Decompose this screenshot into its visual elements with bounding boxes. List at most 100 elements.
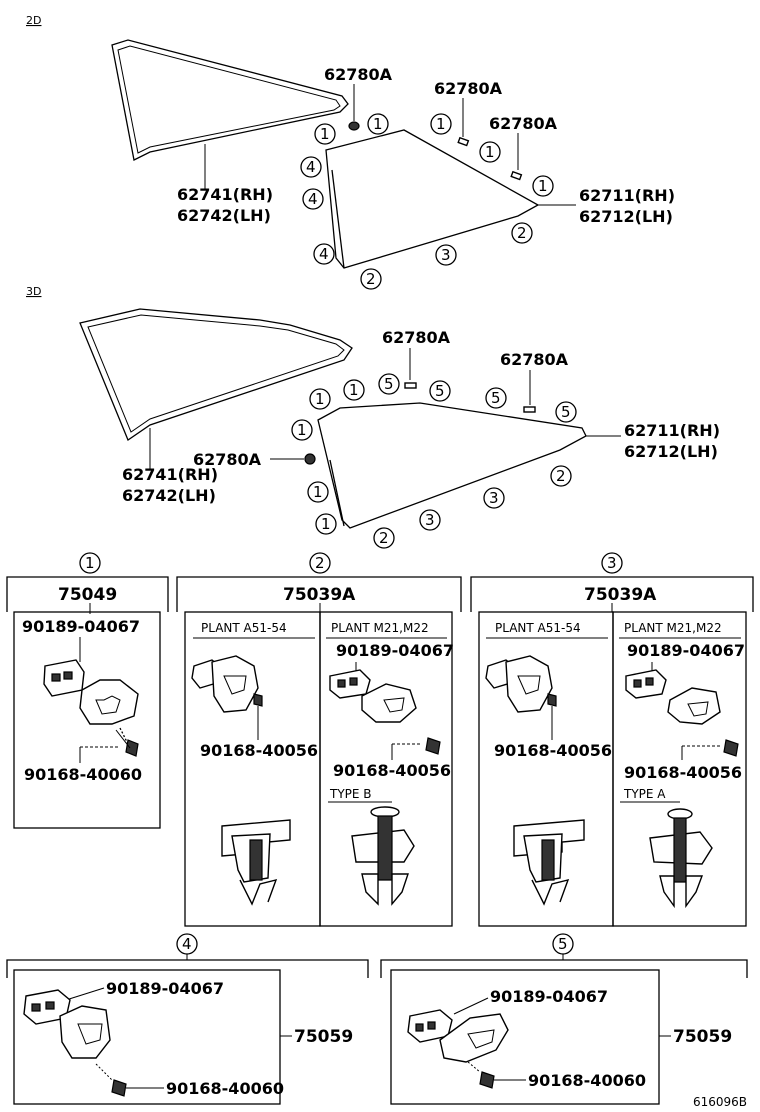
svg-text:2: 2 bbox=[517, 224, 527, 242]
callout-3d-i: 1 bbox=[315, 513, 337, 535]
callout-2d-j: 2 bbox=[360, 268, 382, 290]
svg-text:1: 1 bbox=[297, 421, 307, 439]
kit-5-part: 75059 bbox=[673, 1027, 732, 1047]
molding-3d[interactable] bbox=[79, 308, 353, 441]
svg-text:3: 3 bbox=[425, 511, 435, 529]
svg-text:1: 1 bbox=[320, 125, 330, 143]
three-door-section: 3D 62741(RH) 62742(LH) 62711(RH) 62712(L… bbox=[26, 285, 720, 549]
kit-3-right-top: 90189-04067 bbox=[627, 641, 745, 660]
svg-text:3: 3 bbox=[489, 489, 499, 507]
kit-3-left-fastener[interactable] bbox=[513, 819, 585, 906]
clip-label-2d-2: 62780A bbox=[434, 79, 503, 98]
kit-1-box bbox=[13, 611, 161, 829]
callout-3d-a: 1 bbox=[309, 388, 331, 410]
callout-2d-a: 1 bbox=[314, 123, 336, 145]
kit-3-left-plant: PLANT A51-54 bbox=[495, 621, 581, 635]
section-tag-2d: 2D bbox=[26, 14, 41, 27]
clip-label-2d-1: 62780A bbox=[324, 65, 393, 84]
callout-3d-l: 3 bbox=[419, 509, 441, 531]
callout-3d-h: 1 bbox=[307, 481, 329, 503]
molding-lh-3d: 62742(LH) bbox=[122, 486, 216, 505]
kit-2-right-top: 90189-04067 bbox=[336, 641, 454, 660]
svg-text:4: 4 bbox=[308, 190, 318, 208]
svg-text:4: 4 bbox=[306, 158, 316, 176]
kit-5-bottom-part: 90168-40060 bbox=[528, 1071, 646, 1090]
kit-2-right-clip[interactable] bbox=[329, 669, 417, 723]
callouts-3d: 1 1 5 5 5 5 1 1 1 2 2 3 3 bbox=[291, 373, 577, 549]
kit-2-right-box bbox=[319, 611, 453, 927]
kit-3-left-screw: 90168-40056 bbox=[494, 741, 612, 760]
kit-3-right-box bbox=[612, 611, 747, 927]
svg-text:5: 5 bbox=[384, 375, 394, 393]
molding-2d[interactable] bbox=[111, 39, 349, 161]
two-door-section: 2D 62741(RH) 62742(LH) 62711(RH) 62712(L… bbox=[26, 14, 675, 290]
kit-3-right-fastener[interactable] bbox=[649, 808, 713, 909]
kit-1-clip-drawing[interactable] bbox=[43, 659, 139, 725]
kit-2-right-fastener[interactable] bbox=[351, 806, 415, 906]
callout-2d-g: 4 bbox=[302, 188, 324, 210]
kit-2-right-screw: 90168-40056 bbox=[333, 761, 451, 780]
kit-5-clip-drawing[interactable] bbox=[407, 1009, 509, 1063]
svg-text:2: 2 bbox=[366, 270, 376, 288]
svg-text:2: 2 bbox=[556, 467, 566, 485]
kit-2-right-plant: PLANT M21,M22 bbox=[331, 621, 429, 635]
kit-4-box bbox=[13, 969, 281, 1105]
svg-text:4: 4 bbox=[319, 245, 329, 263]
quarter-glass-2d[interactable] bbox=[325, 129, 540, 269]
svg-text:2: 2 bbox=[379, 529, 389, 547]
glass-lh-2d: 62712(LH) bbox=[579, 207, 673, 226]
callout-2d-e: 1 bbox=[532, 175, 554, 197]
kit-3-part: 75039A bbox=[584, 585, 657, 605]
kit-3-number: 3 bbox=[607, 554, 617, 572]
kit-2: 2 75039A PLANT A51-54 PLANT M21,M22 9016… bbox=[176, 552, 462, 927]
svg-text:1: 1 bbox=[315, 390, 325, 408]
kit-3-right-screw: 90168-40056 bbox=[624, 763, 742, 782]
callout-3d-m: 3 bbox=[483, 487, 505, 509]
kit-1-bottom-part: 90168-40060 bbox=[24, 765, 142, 784]
callout-3d-e: 5 bbox=[485, 387, 507, 409]
clip-label-2d-3: 62780A bbox=[489, 114, 558, 133]
kit-2-left-clip[interactable] bbox=[191, 655, 263, 713]
callout-3d-f: 5 bbox=[555, 401, 577, 423]
clip-label-3d-1: 62780A bbox=[382, 328, 451, 347]
svg-text:1: 1 bbox=[538, 177, 548, 195]
kit-4-clip-drawing[interactable] bbox=[23, 989, 111, 1059]
kit-3-type: TYPE A bbox=[623, 787, 666, 801]
kit-2-number: 2 bbox=[315, 554, 325, 572]
kit-2-left-fastener[interactable] bbox=[221, 819, 291, 906]
kit-4: 4 75059 90189-04067 90168-40060 bbox=[6, 933, 369, 1105]
svg-text:1: 1 bbox=[349, 381, 359, 399]
glass-rh-3d: 62711(RH) bbox=[624, 421, 720, 440]
kit-3: 3 75039A PLANT A51-54 PLANT M21,M22 9016… bbox=[470, 552, 754, 927]
kit-2-part: 75039A bbox=[283, 585, 356, 605]
quarter-glass-3d[interactable] bbox=[317, 402, 587, 529]
callout-2d-k: 3 bbox=[435, 244, 457, 266]
kit-2-left-screw: 90168-40056 bbox=[200, 741, 318, 760]
kit-3-left-clip[interactable] bbox=[485, 655, 557, 713]
kit-3-right-clip[interactable] bbox=[625, 669, 721, 725]
callout-3d-k: 2 bbox=[373, 527, 395, 549]
kit-5-top-part: 90189-04067 bbox=[490, 987, 608, 1006]
callout-2d-i: 2 bbox=[511, 222, 533, 244]
kit-2-left-plant: PLANT A51-54 bbox=[201, 621, 287, 635]
clip-62780a-group-2d: 62780A 62780A 62780A bbox=[324, 65, 558, 181]
callout-2d-f: 4 bbox=[300, 156, 322, 178]
kit-1: 1 75049 90189-04067 90168-40060 bbox=[6, 552, 169, 829]
kit-1-part: 75049 bbox=[58, 585, 117, 605]
callouts-2d: 1 1 1 1 1 4 4 4 2 2 3 bbox=[300, 113, 554, 290]
kit-4-top-part: 90189-04067 bbox=[106, 979, 224, 998]
svg-text:1: 1 bbox=[313, 483, 323, 501]
kit-1-number: 1 bbox=[85, 554, 95, 572]
svg-text:1: 1 bbox=[485, 143, 495, 161]
callout-2d-b: 1 bbox=[367, 113, 389, 135]
diagram-code: 616096B bbox=[693, 1095, 747, 1109]
kit-3-right-plant: PLANT M21,M22 bbox=[624, 621, 722, 635]
section-tag-3d: 3D bbox=[26, 285, 41, 298]
kit-2-type: TYPE B bbox=[329, 787, 372, 801]
kit-5: 5 75059 90189-04067 90168-40060 bbox=[380, 933, 748, 1105]
clip-label-3d-2: 62780A bbox=[500, 350, 569, 369]
kit-1-top-part: 90189-04067 bbox=[22, 617, 140, 636]
callout-3d-c: 5 bbox=[378, 373, 400, 395]
svg-text:1: 1 bbox=[321, 515, 331, 533]
